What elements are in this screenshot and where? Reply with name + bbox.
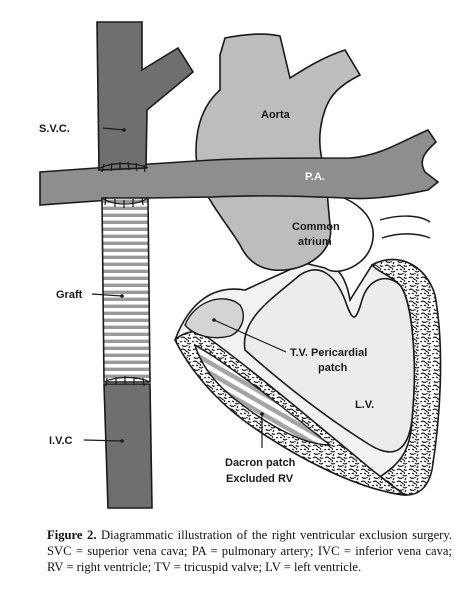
ivc-vessel [103,383,153,509]
lv-label: L.V. [355,399,374,411]
svc-vessel [96,21,195,171]
figure-number: Figure 2. [47,528,97,542]
aorta-label: Aorta [261,109,291,121]
figure-caption: Figure 2. Diagrammatic illustration of t… [47,527,452,575]
pulmonary-artery [39,129,440,206]
dacron-label-2: Excluded RV [226,473,294,485]
tv-patch-label-2: patch [318,362,348,374]
pa-right-branch-lower [379,215,431,239]
graft-leader [91,293,123,297]
dacron-patch [193,343,332,446]
graft-label: Graft [56,289,83,301]
svc-label: S.V.C. [39,123,70,135]
dacron-label-1: Dacron patch [225,457,296,469]
pa-label: P.A. [305,171,325,183]
ivc-label: I.V.C [49,435,72,447]
common-atrium-label-2: atrium [298,236,332,248]
suture-graft-top [101,196,149,208]
suture-top [99,161,149,173]
graft-tube [101,197,151,383]
caption-text: Diagrammatic illustration of the right v… [47,528,452,574]
suture-graft-bottom [103,376,151,387]
right-ventricular-exclusion-diagram: S.V.C. Graft I.V.C Aorta P.A. Common atr… [39,21,442,509]
tv-patch-label-1: T.V. Pericardial [290,347,367,359]
common-atrium-label-1: Common [292,221,340,233]
svc-leader [102,127,125,131]
ivc-leader [83,439,123,442]
tv-patch-leader [213,319,287,353]
